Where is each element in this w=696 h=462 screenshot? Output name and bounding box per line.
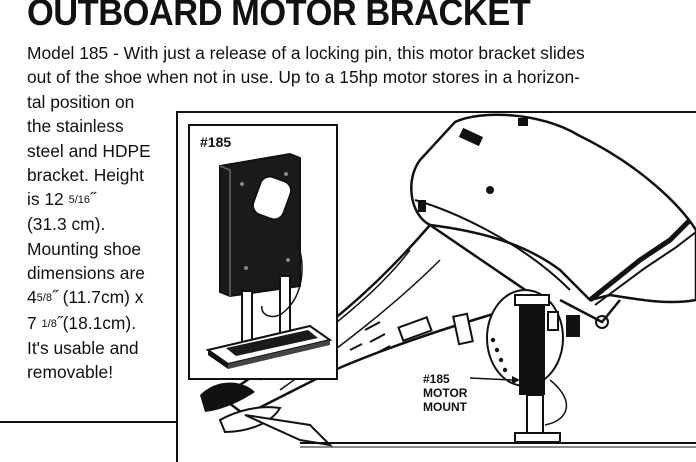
callout-line: MOTOR — [423, 386, 468, 400]
bracket-plate-edge — [219, 165, 231, 296]
bolt — [244, 266, 248, 270]
propeller-blade — [218, 406, 282, 434]
bolt — [286, 258, 290, 262]
frame-line-left — [176, 111, 178, 462]
mount-post-cap — [514, 294, 550, 306]
dimension-line: 7 1/8˝(18.1cm). — [27, 311, 177, 336]
cowling-mark — [418, 200, 426, 212]
side-line: Mounting shoe — [27, 238, 142, 259]
dim-whole: 4 — [27, 287, 37, 308]
mount-post — [519, 300, 545, 395]
side-paragraph: tal position on the stainless steel and … — [27, 90, 177, 385]
frame-line-bottom — [0, 421, 177, 423]
mount-stem — [526, 394, 544, 436]
propeller — [200, 382, 255, 412]
bracket-post — [241, 290, 253, 347]
dimension-line: 45/8˝ (11.7cm) x — [27, 285, 177, 310]
height-metric: (31.3 cm). — [27, 214, 106, 235]
arrow-head — [512, 376, 520, 384]
cowling-band — [414, 199, 571, 291]
side-line: It's usable and — [27, 337, 139, 358]
side-line: tal position on — [27, 92, 135, 112]
cowling-latch — [458, 127, 484, 147]
mount-shoe — [514, 432, 561, 443]
shoe-plate-front — [208, 350, 228, 369]
page-title: OUTBOARD MOTOR BRACKET — [27, 0, 531, 33]
cowling-vent — [518, 118, 528, 126]
height-line: is 12 5/16˝ — [27, 187, 177, 212]
mount-cable — [544, 379, 568, 426]
dim-suffix: ˝(18.1cm). — [56, 312, 137, 333]
mount-tube — [452, 312, 474, 346]
mount-knob — [566, 315, 580, 337]
dim-fraction: 5/8 — [36, 292, 52, 305]
motor-mount-callout: #185 MOTOR MOUNT — [423, 372, 467, 414]
dim-fraction: 1/8 — [41, 317, 57, 330]
dim-whole: 7 — [27, 312, 42, 333]
intro-line: Model 185 - With just a release of a loc… — [27, 43, 585, 63]
height-suffix: ˝ — [90, 189, 96, 210]
side-line: the stainless — [27, 116, 124, 137]
side-line: bracket. Height — [27, 164, 144, 185]
intro-line: out of the shoe when not in use. Up to a… — [27, 67, 580, 87]
side-line: removable! — [27, 362, 114, 383]
bolt — [284, 172, 288, 176]
frame-line-top — [177, 111, 696, 113]
bracket-cable — [261, 235, 303, 318]
bolt — [240, 182, 244, 186]
inset-bracket-drawing: #185 — [188, 124, 338, 380]
cowling-dot — [486, 186, 494, 194]
dim-suffix: ˝ (11.7cm) x — [51, 287, 144, 308]
mount-pin — [547, 311, 559, 331]
bracket-plate — [219, 152, 301, 298]
bracket-slot — [251, 175, 293, 221]
side-line: steel and HDPE — [27, 140, 151, 161]
pointer-arrow — [469, 377, 513, 381]
bracket-drawing — [205, 152, 333, 369]
intro-paragraph: Model 185 - With just a release of a loc… — [27, 41, 689, 89]
tiller-link — [559, 298, 621, 324]
mount-holes — [490, 337, 508, 373]
callout-line: #185 — [423, 372, 450, 386]
skeg — [244, 414, 333, 447]
shaft-ribs — [349, 321, 391, 355]
shoe-plate-inner — [226, 330, 318, 356]
inset-label: #185 — [200, 134, 232, 150]
shoe-plate-side — [228, 340, 330, 369]
tiller-arm — [588, 218, 692, 302]
shaft-clamp — [397, 316, 433, 342]
tiller-arm-inner — [594, 231, 696, 306]
height-prefix: is 12 — [27, 189, 69, 210]
side-line: dimensions are — [27, 263, 145, 284]
height-fraction: 5/16 — [68, 194, 90, 207]
callout-line: MOUNT — [423, 400, 467, 414]
